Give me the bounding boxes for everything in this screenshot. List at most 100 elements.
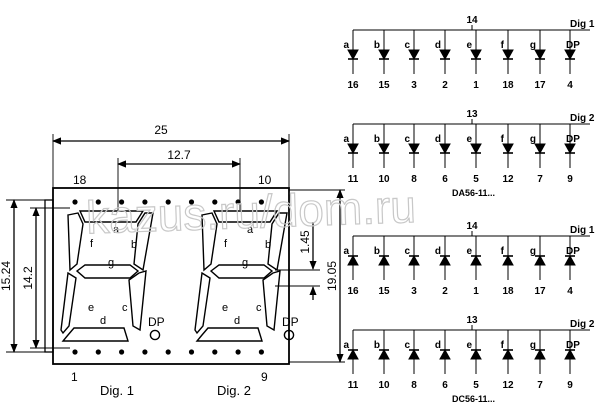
pin-number: 8	[411, 174, 417, 185]
segment-label: b	[374, 134, 380, 145]
diode	[408, 348, 420, 360]
package-outline	[6, 134, 345, 365]
segment-label: d	[435, 340, 441, 351]
segment-label: d	[435, 246, 441, 257]
segment-label-f: f	[90, 238, 94, 250]
segment-label: a	[343, 340, 349, 351]
segment-label: f	[501, 340, 505, 351]
digit2-label: Dig. 2	[217, 383, 251, 398]
pin-number: 10	[378, 380, 390, 391]
segment-f	[67, 212, 84, 272]
dim-seg-width-label: 1.45	[298, 230, 312, 254]
segment-g	[209, 264, 274, 279]
segment-label: f	[501, 246, 505, 257]
segment-label: b	[374, 246, 380, 257]
diode	[408, 49, 420, 61]
diode	[378, 143, 390, 155]
pin-dot	[188, 199, 195, 205]
pin-number: 12	[502, 174, 514, 185]
diode	[347, 348, 359, 360]
common-pin-label: 14	[466, 221, 478, 232]
segment-label: c	[404, 340, 410, 351]
segment-c	[262, 270, 281, 332]
segment-b	[267, 212, 288, 272]
pin-dot	[72, 349, 78, 355]
pin-number: 18	[502, 80, 514, 91]
pin-number: 5	[473, 174, 479, 185]
segment-label: g	[530, 134, 536, 145]
watermark-text: kazus.ru/dom.ru	[85, 180, 416, 243]
dp-dot	[149, 329, 161, 341]
pin-number: 12	[502, 380, 514, 391]
segment-label: g	[530, 246, 536, 257]
pin-dot	[165, 199, 171, 205]
diode	[439, 143, 451, 155]
diode	[470, 348, 482, 360]
dim-height-digit-label: 14.2	[21, 266, 35, 290]
segment-label-f: f	[224, 238, 228, 250]
pin-number: 3	[411, 80, 417, 91]
segment-label-c: c	[256, 302, 262, 314]
segment-label: d	[435, 134, 441, 145]
pin-dot	[188, 349, 195, 355]
diode	[534, 348, 546, 360]
segment-label: e	[466, 340, 472, 351]
digit-2	[194, 210, 295, 342]
segment-label: g	[530, 340, 536, 351]
segment-g	[75, 264, 140, 279]
digit-label: Dig 2	[570, 113, 595, 124]
part-number: DC56-11...	[452, 394, 495, 404]
pin-dot	[165, 349, 171, 355]
segment-label-d: d	[234, 315, 240, 327]
segment-label-d: d	[100, 315, 106, 327]
segment-label-g: g	[108, 257, 114, 269]
segment-f	[201, 212, 218, 272]
diode	[502, 348, 514, 360]
segment-label-c: c	[122, 302, 128, 314]
pin-number: 1	[473, 80, 479, 91]
diode	[534, 143, 546, 155]
pin-number: 1	[473, 286, 479, 297]
diode	[502, 254, 514, 266]
dp-label: DP	[148, 315, 165, 329]
common-pin-label: 14	[466, 15, 478, 26]
diode	[564, 49, 576, 61]
segment-label: d	[435, 40, 441, 51]
pin-number: 15	[378, 286, 390, 297]
segment-label-g: g	[242, 257, 248, 269]
pin-number: 2	[442, 80, 448, 91]
pin-number: 18	[502, 286, 514, 297]
diode	[502, 49, 514, 61]
segment-a	[212, 210, 279, 223]
digit1-label: Dig. 1	[100, 383, 134, 398]
segment-label-e: e	[88, 302, 94, 314]
segment-label: a	[343, 246, 349, 257]
pin-number: 11	[348, 174, 359, 185]
segment-label: f	[501, 40, 505, 51]
pin-dot	[258, 349, 264, 355]
pin-number: 9	[567, 174, 573, 185]
segment-label-b: b	[131, 239, 137, 251]
dp-label: DP	[282, 315, 299, 329]
diode	[439, 49, 451, 61]
diode	[347, 254, 359, 266]
digit-label: Dig 1	[570, 225, 595, 236]
dim-width-label: 25	[154, 123, 168, 137]
common-pin-label: 13	[466, 109, 478, 120]
pin-label-18: 18	[73, 173, 87, 187]
pin-label-9: 9	[261, 370, 268, 384]
segment-label: c	[404, 40, 410, 51]
segment-label: e	[466, 246, 472, 257]
pin-number: 8	[411, 380, 417, 391]
segment-label: e	[466, 40, 472, 51]
pin-number: 6	[442, 174, 448, 185]
segment-d	[61, 327, 129, 342]
segment-a	[78, 210, 145, 223]
dp-dot	[283, 329, 295, 341]
pin-number: 10	[378, 174, 390, 185]
pin-number: 11	[348, 380, 359, 391]
pin-number: 3	[411, 286, 417, 297]
